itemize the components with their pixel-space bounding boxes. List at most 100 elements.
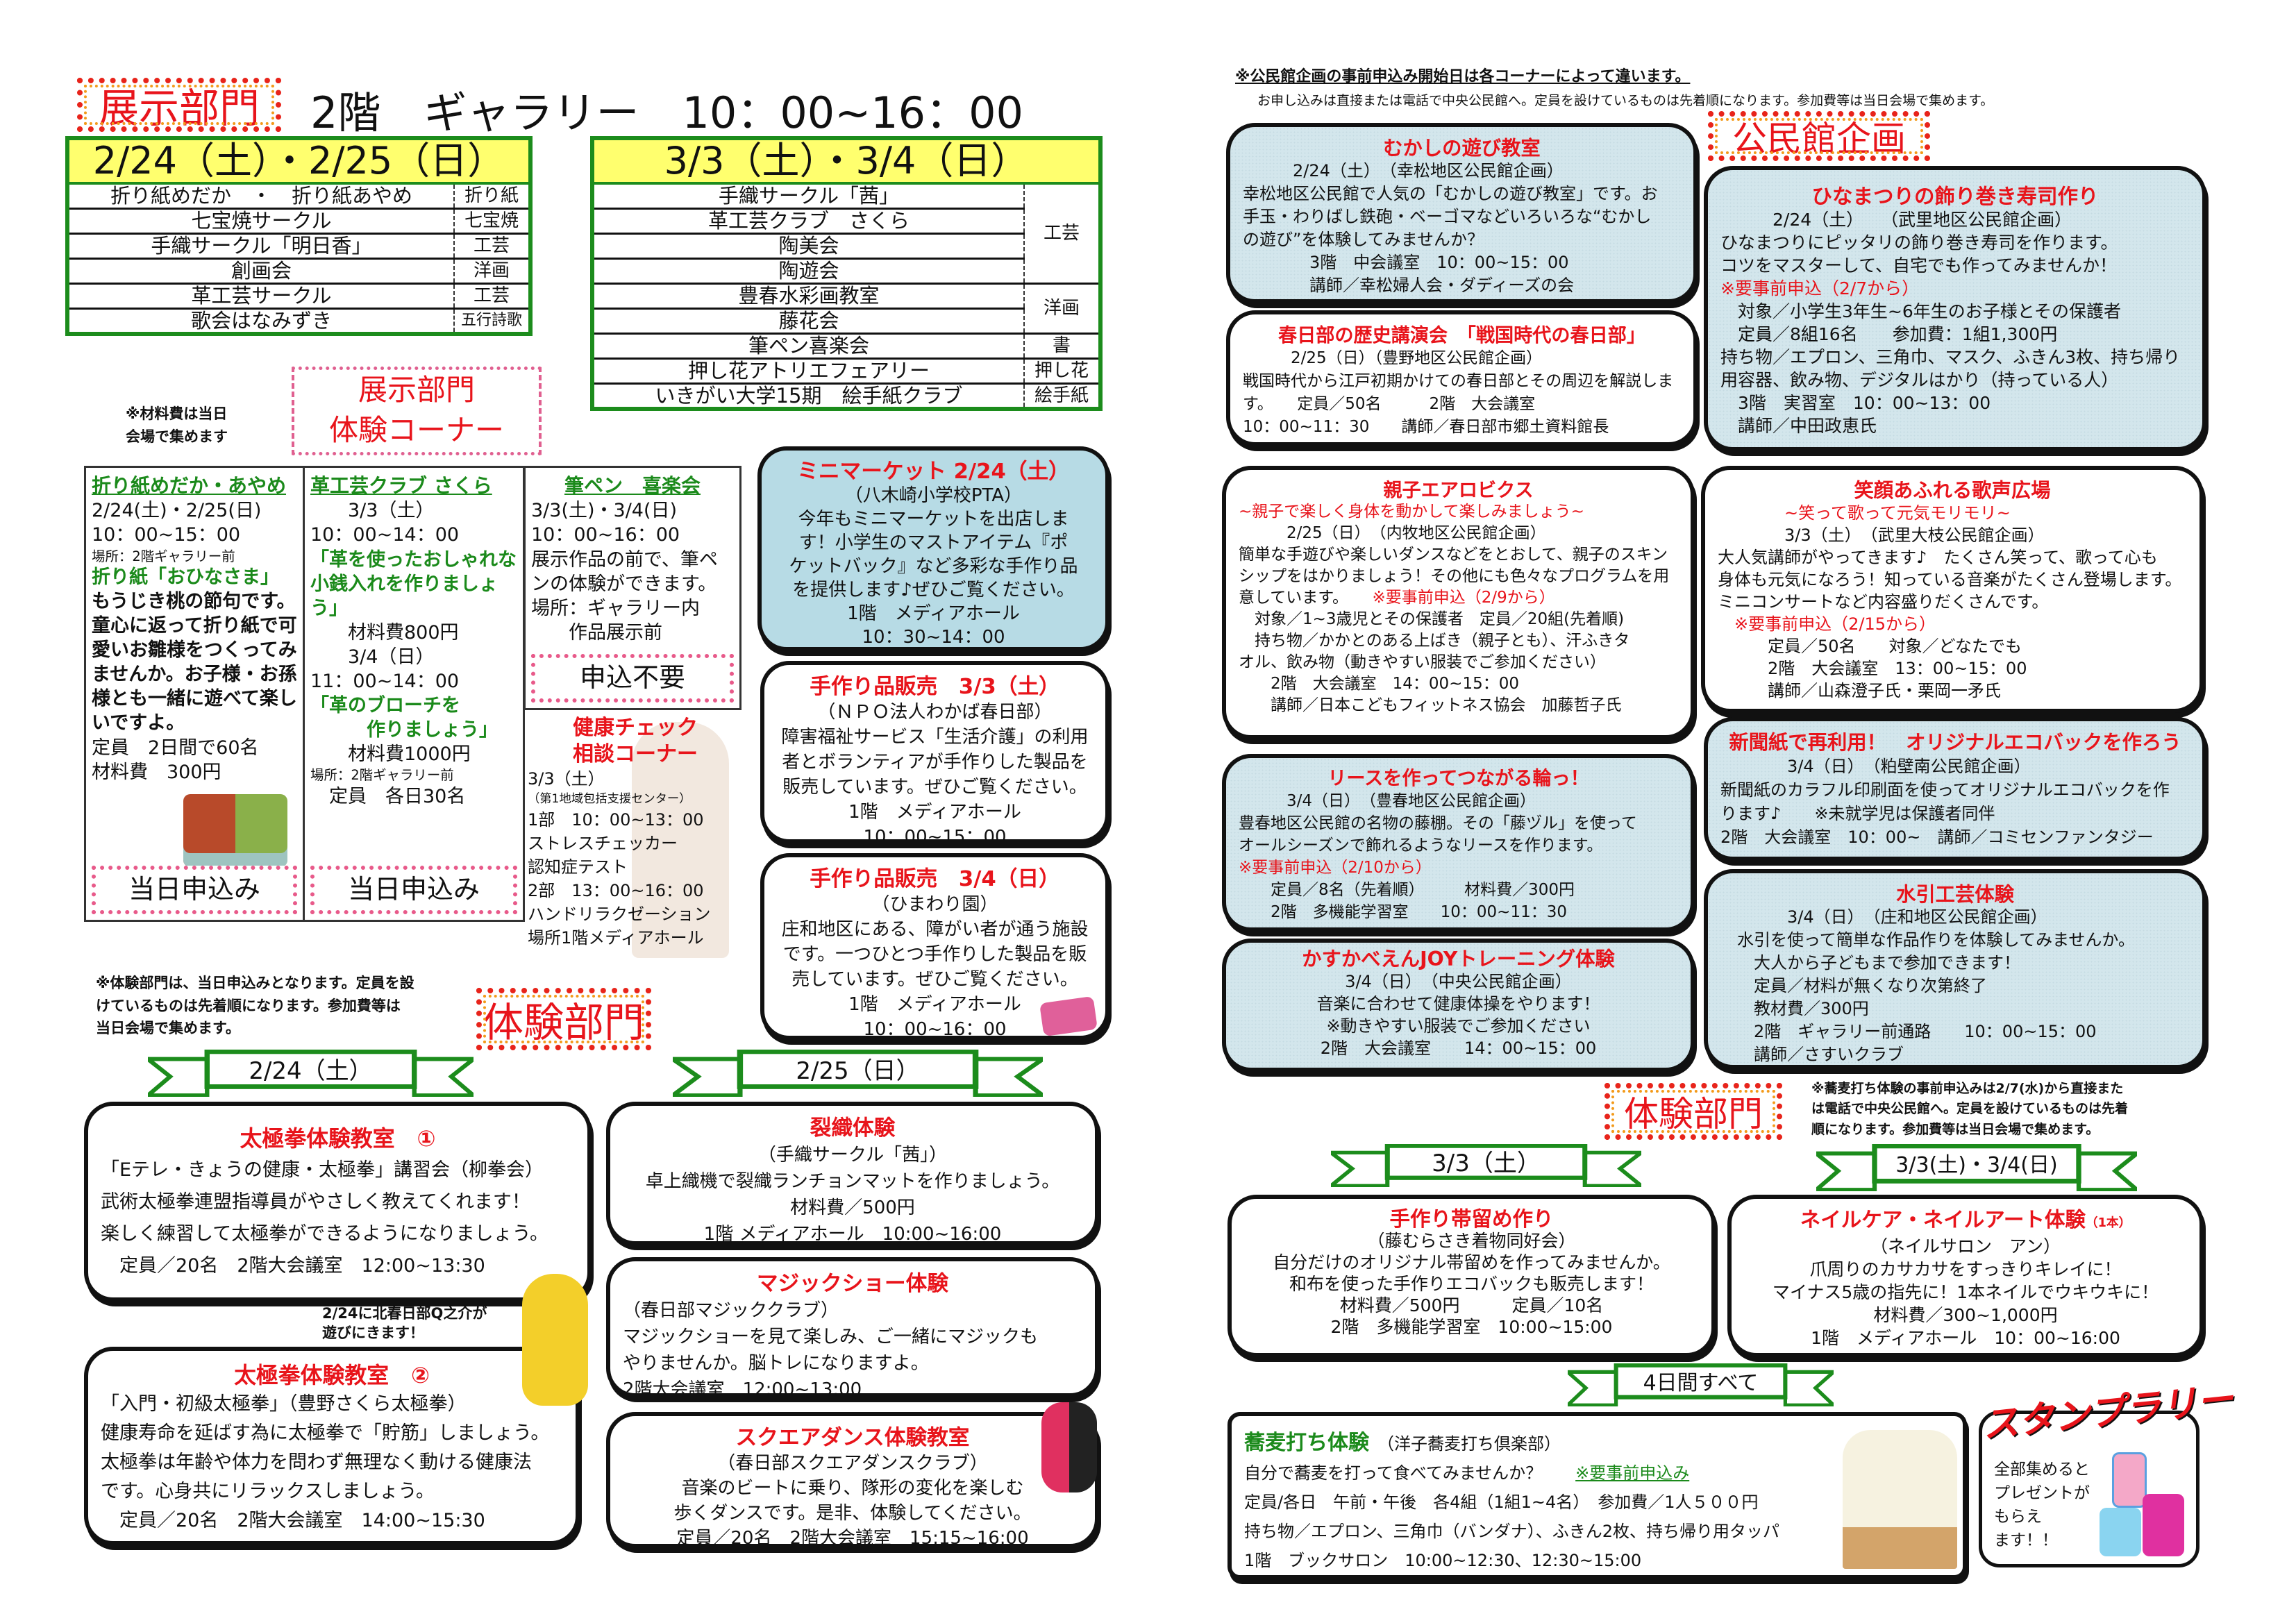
text-line: （手織サークル「茜」） xyxy=(757,1145,948,1166)
text-line: ませんか。お子様・お孫 xyxy=(92,662,297,687)
text-line: ミニコンサートなど内容盛りだくさんです。 xyxy=(1718,591,2187,613)
text-line: ります♪ ※未就学児は保護者同伴 xyxy=(1720,802,2190,825)
card-title: スクエアダンス体験教室 xyxy=(623,1426,1082,1451)
line-text: コツをマスターして、自宅でも作ってみませんか！ xyxy=(1720,255,2118,276)
line-text: す。 定員／50名 2階 大会議室 xyxy=(1243,395,1536,413)
same-day-signup-badge: 当日申込み xyxy=(92,866,297,914)
text-line: 3/4（日） （粕壁南公民館企画） xyxy=(1720,755,2190,778)
line-text: 10：00~15：00 xyxy=(92,524,241,546)
text-line: 2階 大会議室 14：00~15：00 xyxy=(1239,1037,1678,1059)
text-line: ンの体験ができます。 xyxy=(531,572,734,596)
line-text: 講師／さすいクラブ xyxy=(1720,1045,1904,1064)
text-line: 豊春地区公民館の名物の藤棚。その「藤ヅル」を使って xyxy=(1239,812,1678,834)
text-line: 場所：2階ギャラリー前 xyxy=(310,766,517,784)
text-line: 新聞紙のカラフル印刷面を使ってオリジナルエコバックを作 xyxy=(1720,778,2190,802)
corner-title: 折り紙めだか・あやめ xyxy=(92,474,287,497)
text-line: 1階 メディアホール xyxy=(848,802,1021,823)
ribbon-all-four-days: 4日間すべて xyxy=(1568,1363,1834,1406)
gift-box-icon xyxy=(2100,1508,2141,1556)
taiken-section-label: 体験部門 xyxy=(476,988,651,1050)
text-line: もらえ xyxy=(1994,1508,2042,1526)
table-row: 筆ペン喜楽会書 xyxy=(592,333,1100,360)
table-row: いきがい大学15期 絵手紙クラブ絵手紙 xyxy=(592,383,1100,409)
text-line: 相談コーナー xyxy=(573,741,698,766)
line-text: 戦国時代から江戸初期かけての春日部とその周辺を解説しま xyxy=(1243,372,1674,390)
ribbon-label: 3/3（土） xyxy=(1432,1150,1541,1178)
line-text: ~親子で楽しく身体を動かして楽しみましょう~ xyxy=(1239,503,1584,521)
text-line: 2部 13：00~16：00 xyxy=(528,879,743,902)
line-text: 愛いお雛様をつくってみ xyxy=(92,639,297,662)
text-line: 定員/各日 午前・午後 各4組（1組1~4名） 参加費／1人５００円 xyxy=(1244,1488,1950,1517)
text-line: 材料費／300~1,000円 xyxy=(1744,1304,2187,1327)
card-title: かすかべえんJOYトレーニング体験 xyxy=(1239,948,1678,970)
text-line: 2階 大会議室 13：00~15：00 xyxy=(1718,657,2187,680)
text-line: 「Eテレ・きょうの健康・太極拳」講習会（柳拳会） xyxy=(101,1159,544,1181)
line-text: 音楽に合わせて健康体操をやります！ xyxy=(1316,994,1600,1014)
ribbon-label: 2/25（日） xyxy=(796,1057,920,1085)
line-text: 場所：ギャラリー内 xyxy=(531,597,700,619)
text-line: ※材料費は当日 xyxy=(126,405,228,422)
soba-organizer: （洋子蕎麦打ち倶楽部） xyxy=(1386,1434,1561,1454)
line-text: 場所：2階ギャラリー前 xyxy=(92,548,235,564)
soba-signup-note: ※蕎麦打ち体験の事前申込みは2/7(水)から直接または電話で中央公民館へ。定員を… xyxy=(1811,1079,2128,1140)
card-taichi-1: 太極拳体験教室 ① 「Eテレ・きょうの健康・太極拳」講習会（柳拳会） 武術太極拳連盟… xyxy=(84,1102,592,1302)
line-text: 定員／8組16名 参加費：1組1,300円 xyxy=(1720,324,2058,344)
line-text: 自分で蕎麦を打って食べてみませんか？ xyxy=(1244,1463,1576,1483)
text-line: 武術太極拳連盟指導員がやさしく教えてくれます！ xyxy=(101,1191,530,1213)
line-text: 10：00~16：00 xyxy=(531,524,680,546)
card-title-suffix: （1本） xyxy=(2085,1216,2131,1230)
card-title-text: ネイルケア・ネイルアート体験 xyxy=(1800,1208,2086,1231)
line-text: 3/4（日） （粕壁南公民館企画） xyxy=(1720,757,2031,776)
same-day-signup-badge: 当日申込み xyxy=(310,866,517,914)
line-text: 講師／中田政恵氏 xyxy=(1720,416,1877,436)
text-line: 持ち物／エプロン、三角巾（バンダナ）、ふきん2枚、持ち帰り用タッパ xyxy=(1244,1517,1950,1546)
text-line: 2/25（日）（豊野地区公民館企画） xyxy=(1243,347,1681,370)
line-text: 講師／幸松婦人会・ダディーズの会 xyxy=(1243,276,1575,295)
text-line: 体験コーナー xyxy=(328,413,504,447)
line-text: オールシーズンで飾れるようなリースを作ります。 xyxy=(1239,836,1603,855)
group-name: 歌会はなみずき xyxy=(190,308,332,333)
text-line: 自分だけのオリジナル帯留めを作ってみませんか。 xyxy=(1244,1252,1699,1273)
card-title-text: 太極拳体験教室 ① xyxy=(240,1125,436,1152)
text-line: （八木崎小学校PTA） xyxy=(844,485,1023,506)
line-text: もうじき桃の節句です。 xyxy=(92,590,296,612)
line-text: ンの体験ができます。 xyxy=(531,573,717,595)
line-text: 和布を使った手作りエコバックも販売します！ xyxy=(1289,1274,1654,1294)
taiken-right-section-label: 体験部門 xyxy=(1604,1083,1782,1140)
text-line: マイナス5歳の指先に！1本ネイルでウキウキに！ xyxy=(1744,1281,2187,1304)
text-line: いですよ。 xyxy=(92,711,297,735)
card-parent-child-aerobics: 親子エアロビクス~親子で楽しく身体を動かして楽しみましょう~ 2/25（日） （… xyxy=(1222,466,1695,739)
text-line: 10：00~11：30 講師／春日部市郷土資料館長 xyxy=(1243,416,1681,439)
soba-chef-illustration xyxy=(1843,1430,1957,1569)
line-text: 材料費 300円 xyxy=(92,761,221,783)
text-line: 材料費／500円 定員／10名 xyxy=(1244,1295,1699,1316)
text-line: ~笑って歌って元気モリモリ~ xyxy=(1718,502,2187,524)
text-line: 講師／山森澄子氏・栗岡一矛氏 xyxy=(1718,680,2187,702)
text-line: す。 定員／50名 2階 大会議室 xyxy=(1243,393,1681,416)
card-title: 手作り品販売 3/3（土） xyxy=(777,675,1093,700)
card-title-text: 親子エアロビクス xyxy=(1383,480,1534,501)
card-title-text: ひなまつりの飾り巻き寿司作り xyxy=(1811,185,2099,208)
text-line: 水引を使って簡単な作品作りを体験してみませんか。 xyxy=(1720,929,2190,952)
line-text: の遊び”を体験してみませんか？ xyxy=(1243,230,1484,249)
stamp-rally-text: 全部集めるとプレゼントがもらえます！！ xyxy=(1994,1458,2090,1552)
text-line: 展示作品の前で、筆ペ xyxy=(531,548,734,572)
text-line: （春日部マジッククラブ） xyxy=(623,1300,839,1321)
line-text: 2/24（土） （武里地区公民館企画） xyxy=(1720,210,2072,230)
text-line: 自分で蕎麦を打って食べてみませんか？ ※要事前申込み xyxy=(1244,1458,1950,1488)
category: 洋画 xyxy=(453,258,530,285)
card-title: マジックショー体験 xyxy=(623,1271,1082,1297)
text-line: 対象／小学生3年生~6年生のお子様とその保護者 xyxy=(1720,300,2190,323)
text-line: 1部 10：00~13：00 xyxy=(528,808,743,832)
text-line: ケットバック』など多彩な手作り品 xyxy=(789,556,1078,577)
text-line: 庄和地区にある、障がい者が通う施設 xyxy=(781,919,1089,940)
group-name: 陶美会 xyxy=(592,233,1024,260)
category: 五行詩歌 xyxy=(453,308,530,334)
text-line: 3/3（土） （武里大枝公民館企画） xyxy=(1718,524,2187,546)
card-handmade-sale-0303: 手作り品販売 3/3（土）（ＮＰＯ法人わかば春日部）障害福祉サービス「生活介護」… xyxy=(760,661,1109,843)
line-text: 「革のブローチを xyxy=(310,695,460,717)
origami-photo xyxy=(183,794,287,867)
group-name: 陶遊会 xyxy=(592,258,1024,285)
text-line: 教材費／300円 xyxy=(1720,998,2190,1020)
